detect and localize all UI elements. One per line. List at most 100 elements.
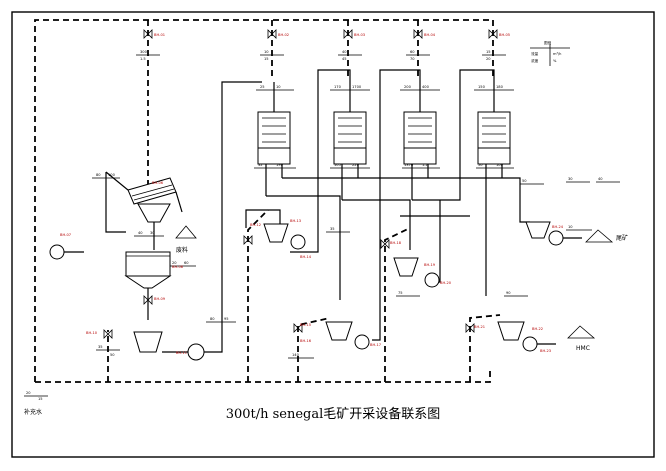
stream-value-label: 40 bbox=[138, 231, 143, 235]
equipment-tag: BH-12 bbox=[250, 223, 261, 227]
stream-value-label: 50 bbox=[522, 179, 527, 183]
tailings-label: 尾矿 bbox=[616, 234, 628, 242]
equipment-tag: BH-08 bbox=[172, 265, 184, 269]
stream-value-label: 10 bbox=[264, 50, 269, 54]
stream-value-label: 105 bbox=[334, 163, 341, 167]
equipment-tag: BH-05 bbox=[499, 33, 510, 37]
waste-label: 废料 bbox=[176, 246, 188, 254]
stream-value-label: 25 bbox=[260, 85, 265, 89]
stream-value-label: 80 bbox=[210, 317, 215, 321]
stream-value-label: 1.5 bbox=[140, 57, 146, 61]
stream-value-label: 180 bbox=[496, 85, 504, 89]
equipment-tag: BH-20 bbox=[440, 281, 452, 285]
stream-value-label: 1700 bbox=[352, 85, 362, 89]
hmc-label: HMC bbox=[576, 345, 590, 352]
equipment-tag: BH-21 bbox=[474, 325, 485, 329]
stream-value-label: 40 bbox=[342, 50, 347, 54]
vibrating-screen bbox=[127, 177, 197, 250]
stream-value-label: 300 bbox=[140, 50, 148, 54]
stream-value-label: 140 bbox=[292, 353, 300, 357]
sump-pump-left bbox=[133, 81, 262, 361]
stream-value-label: 75 bbox=[398, 291, 403, 295]
legend-row2-left: 浓度 bbox=[531, 58, 539, 63]
valves bbox=[103, 29, 498, 339]
stream-value-label: 30 bbox=[150, 231, 155, 235]
stream-value-label: 20 bbox=[172, 261, 177, 265]
equipment-tag: BH-15 bbox=[300, 323, 311, 327]
stream-value-label: 100 bbox=[496, 163, 504, 167]
stream-value-label: 50 bbox=[110, 353, 115, 357]
stream-value-label: 100 bbox=[108, 173, 116, 177]
stream-value-label: 200 bbox=[404, 85, 412, 89]
equipment-tag: BH-17 bbox=[370, 343, 381, 347]
makeup-water-loop bbox=[34, 19, 501, 383]
stream-value-labels: 300 1.5 10 15 40 45 60 70 15 20 25 10 170 1700 200 400 1… bbox=[26, 50, 603, 401]
equipment-tag: BH-01 bbox=[154, 33, 165, 37]
stream-value-label: 35 bbox=[330, 227, 335, 231]
stream-value-label: 20 bbox=[486, 57, 491, 61]
diagram-title: 300t/h senegal毛矿开采设备联系图 bbox=[226, 406, 441, 422]
stream-value-label: 35 bbox=[98, 345, 103, 349]
equipment-tag: BH-11 bbox=[176, 351, 187, 355]
equipment-tag: BH-19 bbox=[424, 263, 436, 267]
cyclone-cluster-2 bbox=[333, 82, 367, 200]
stream-value-label: 10 bbox=[276, 85, 281, 89]
stream-value-label: 70 bbox=[410, 57, 415, 61]
equipment-tag: BH-16 bbox=[300, 339, 312, 343]
diagram-frame bbox=[11, 11, 655, 458]
equipment-tag: BH-10 bbox=[86, 331, 98, 335]
legend-row1-right: m³/h bbox=[553, 52, 561, 56]
cyclone-cluster-1 bbox=[257, 82, 291, 196]
stream-ticks bbox=[24, 54, 620, 397]
stream-value-label: 190 bbox=[276, 163, 284, 167]
legend-head: 图例 bbox=[544, 40, 552, 45]
stream-value-label: 32 bbox=[258, 163, 263, 167]
feed-pump bbox=[49, 171, 129, 260]
stream-value-label: 40 bbox=[598, 177, 603, 181]
stream-value-label: 1.2 bbox=[422, 163, 428, 167]
stream-value-label: 60 bbox=[184, 261, 189, 265]
equipment-tag: BH-04 bbox=[424, 33, 436, 37]
legend-row1-left: 流量 bbox=[531, 51, 539, 56]
equipment-tag: BH-02 bbox=[278, 33, 289, 37]
stream-value-label: 80 bbox=[96, 173, 101, 177]
thickener-tank bbox=[124, 251, 172, 320]
stream-value-label: 400 bbox=[422, 85, 430, 89]
equipment-tag: BH-24 bbox=[552, 225, 564, 229]
stream-value-label: 50 bbox=[478, 163, 483, 167]
equipment-tag: BH-09 bbox=[154, 297, 166, 301]
stream-value-label: 95 bbox=[224, 317, 229, 321]
equipment-tag: BH-22 bbox=[532, 327, 543, 331]
stream-value-label: 60 bbox=[410, 50, 415, 54]
stream-value-label: 10 bbox=[568, 225, 573, 229]
equipment-tag: BH-03 bbox=[354, 33, 365, 37]
interstage-piping bbox=[245, 69, 530, 341]
stream-value-label: 30 bbox=[568, 177, 573, 181]
stream-value-label: 1370 bbox=[404, 163, 414, 167]
equipment-tag: BH-18 bbox=[390, 241, 402, 245]
product-piles bbox=[567, 229, 614, 339]
equipment-tag: BH-14 bbox=[300, 255, 312, 259]
legend: 图例 流量 m³/h 浓度 % bbox=[530, 40, 570, 66]
equipment-tag: BH-23 bbox=[540, 349, 551, 353]
stream-value-label: 170 bbox=[334, 85, 342, 89]
equipment-tags: BH-01 BH-02 BH-03 BH-04 BH-05BH-06BH-07BH-08… bbox=[60, 33, 564, 355]
cyclone-cluster-3 bbox=[403, 82, 437, 200]
stream-value-label: 15 bbox=[486, 50, 491, 54]
equipment-tag: BH-13 bbox=[290, 219, 301, 223]
cyclone-clusters bbox=[257, 82, 511, 290]
stream-value-label: 45 bbox=[342, 57, 347, 61]
stream-value-label: 90 bbox=[506, 291, 511, 295]
stream-value-label: 15 bbox=[264, 57, 269, 61]
equipment-tag: BH-06 bbox=[152, 181, 164, 185]
equipment-tag: BH-07 bbox=[60, 233, 71, 237]
stream-value-label: 220 bbox=[352, 163, 360, 167]
stream-value-label: 150 bbox=[478, 85, 486, 89]
legend-row2-right: % bbox=[553, 59, 557, 63]
cyclone-cluster-4 bbox=[477, 82, 511, 290]
stream-value-label: 15 bbox=[38, 397, 43, 401]
intermediate-pumps bbox=[263, 221, 582, 352]
makeup-water-label: 补充水 bbox=[24, 408, 42, 416]
stream-value-label: 20 bbox=[26, 391, 31, 395]
